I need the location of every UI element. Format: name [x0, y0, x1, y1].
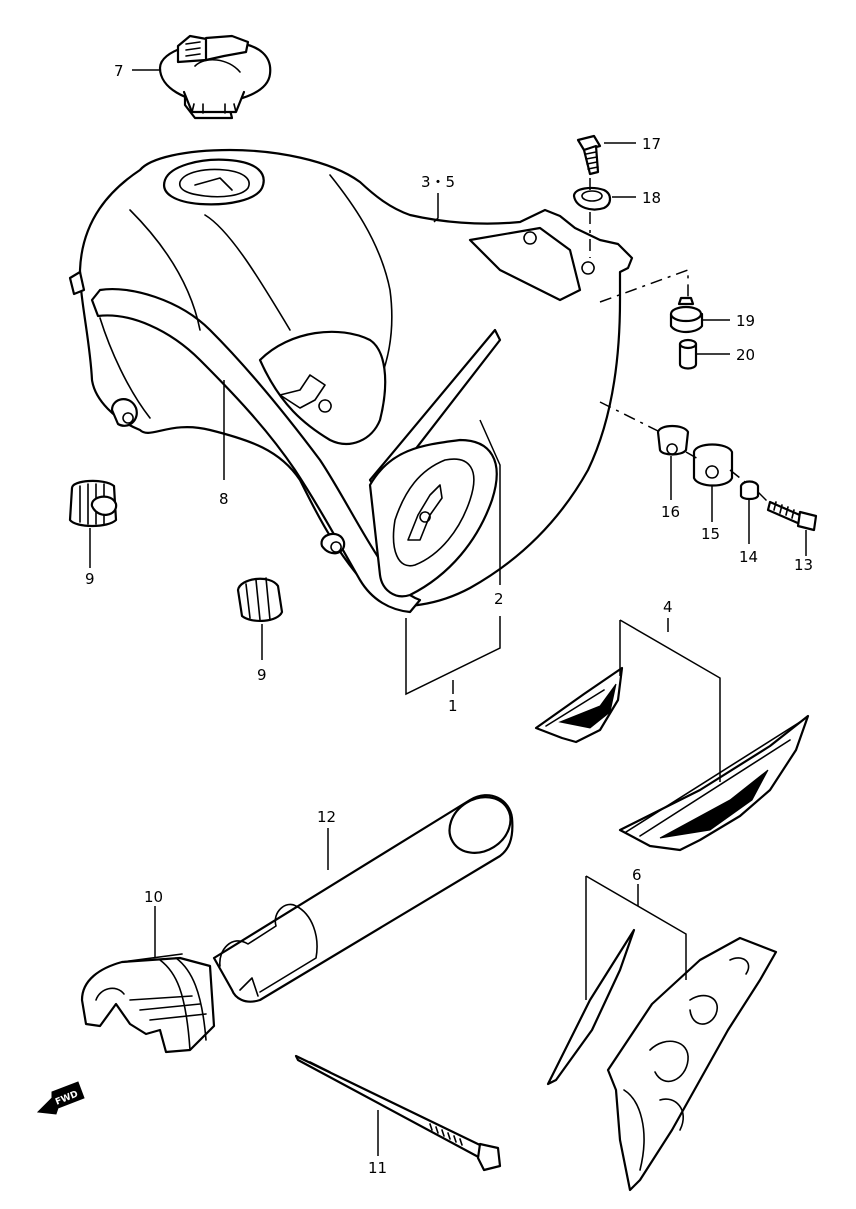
- callout-17: 17: [642, 135, 661, 153]
- bolt-part-13[interactable]: [766, 500, 818, 532]
- callout-2: 2: [494, 590, 504, 608]
- decal-set-part-4[interactable]: [534, 666, 810, 852]
- leader-lines: [89, 69, 807, 1156]
- clamp-part-10[interactable]: [80, 953, 216, 1054]
- fuel-tank-assembly[interactable]: [68, 148, 634, 614]
- callout-18: 18: [642, 189, 661, 207]
- callout-7: 7: [114, 62, 124, 80]
- callout-16: 16: [661, 503, 680, 521]
- callout-10: 10: [144, 888, 163, 906]
- decal-set-part-6[interactable]: [546, 928, 778, 1192]
- grommet-part-18[interactable]: [572, 186, 612, 211]
- callout-20: 20: [736, 346, 755, 364]
- callout-4: 4: [663, 598, 673, 616]
- callout-15: 15: [701, 525, 720, 543]
- fwd-arrow-icon: FWD: [36, 1081, 85, 1115]
- callout-13: 13: [794, 556, 813, 574]
- mounting-axis-lines: [589, 178, 771, 505]
- cushion-part-9-right[interactable]: [236, 577, 284, 622]
- cable-tie-part-11[interactable]: [294, 1054, 502, 1172]
- callout-19: 19: [736, 312, 755, 330]
- cover-part-12[interactable]: [212, 786, 521, 1003]
- callout-12: 12: [317, 808, 336, 826]
- bolt-part-17[interactable]: [576, 134, 602, 176]
- collar-part-20[interactable]: [678, 338, 698, 370]
- callout-6: 6: [632, 866, 642, 884]
- fuel-cap-part-7[interactable]: [158, 34, 272, 120]
- cushion-part-9-left[interactable]: [68, 479, 118, 528]
- callout-3-5: 3・5: [421, 173, 455, 191]
- callout-labels: 7 17 3・5 18 19 20 8 16 15 14 13 9 9 2 1 …: [85, 62, 813, 1177]
- callout-9-left: 9: [85, 570, 95, 588]
- callout-14: 14: [739, 548, 758, 566]
- callout-11: 11: [368, 1159, 387, 1177]
- callout-9-right: 9: [257, 666, 267, 684]
- cushion-part-15[interactable]: [692, 443, 734, 487]
- cushion-part-16[interactable]: [656, 424, 690, 456]
- collar-part-14[interactable]: [739, 480, 760, 501]
- cushion-part-19[interactable]: [669, 296, 704, 334]
- callout-1: 1: [448, 697, 458, 715]
- callout-8: 8: [219, 490, 229, 508]
